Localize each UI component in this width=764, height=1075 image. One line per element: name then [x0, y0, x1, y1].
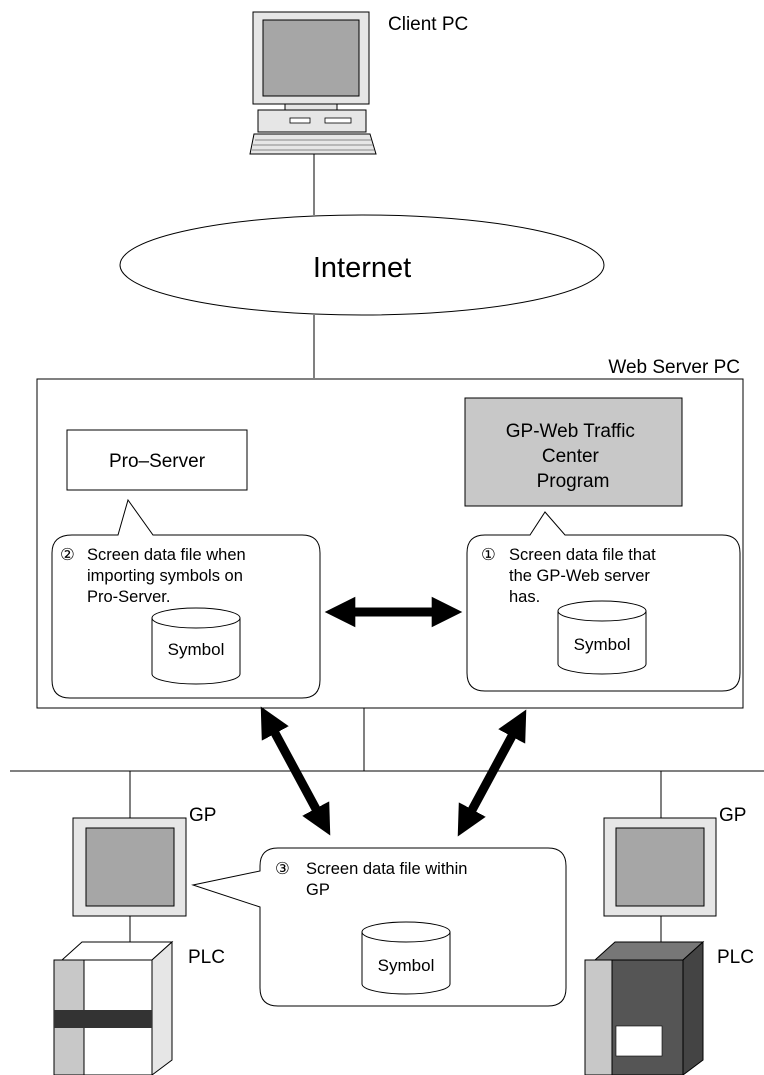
callout-1-line-1: Screen data file that — [509, 546, 656, 564]
symbol-2-database-cylinder-icon — [151, 607, 241, 685]
symbol-3-database-cylinder-icon — [361, 921, 451, 995]
gp-left-label: GP — [189, 805, 216, 826]
callout-2-text: ② Screen data file when importing symbol… — [60, 546, 250, 606]
plc-left-label: PLC — [188, 947, 225, 968]
double-arrow-icon-right — [457, 709, 527, 837]
symbol-1-database-cylinder-icon — [557, 600, 647, 675]
callout-3-line-1: Screen data file within — [306, 860, 467, 878]
plc-right-label: PLC — [717, 947, 754, 968]
callout-1-line-2: the GP-Web server — [509, 567, 650, 585]
client-pc-icon — [249, 11, 377, 155]
gp-web-program-line-1: GP-Web Traffic — [506, 421, 635, 442]
double-arrow-icon-left — [260, 706, 331, 836]
gp-left-terminal-icon — [72, 817, 187, 917]
symbol-1-label: Symbol — [574, 635, 631, 654]
callout-1-marker: ① — [481, 546, 496, 564]
gp-right-label: GP — [719, 805, 746, 826]
callout-2-line-3: Pro-Server. — [87, 588, 170, 606]
callout-2-bubble — [51, 498, 321, 699]
callout-2-marker: ② — [60, 546, 75, 564]
gp-web-program-box — [464, 397, 683, 507]
pro-server-label: Pro–Server — [109, 451, 206, 472]
gp-web-program-label: GP-Web Traffic Center Program — [506, 421, 640, 492]
internet-label: Internet — [313, 252, 411, 284]
callout-1-text: ① Screen data file that the GP-Web serve… — [481, 546, 660, 606]
callout-1-line-3: has. — [509, 588, 540, 606]
plc-left-unit-icon — [53, 940, 174, 1075]
gp-web-program-line-2: Center — [542, 446, 600, 467]
client-pc-label: Client PC — [388, 14, 468, 35]
callout-2-line-1: Screen data file when — [87, 546, 246, 564]
web-server-pc-label: Web Server PC — [608, 357, 740, 378]
gp-right-terminal-icon — [603, 817, 717, 917]
gp-web-program-line-3: Program — [537, 471, 610, 492]
callout-2-line-2: importing symbols on — [87, 567, 243, 585]
callout-3-marker: ③ — [275, 860, 290, 878]
callout-3-text: ③ Screen data file within GP — [275, 860, 472, 899]
symbol-3-label: Symbol — [378, 956, 435, 975]
callout-3-line-2: GP — [306, 881, 330, 899]
pro-server-box — [66, 429, 248, 491]
internet-cloud — [119, 214, 605, 316]
symbol-2-label: Symbol — [168, 640, 225, 659]
plc-right-unit-icon — [584, 940, 705, 1075]
